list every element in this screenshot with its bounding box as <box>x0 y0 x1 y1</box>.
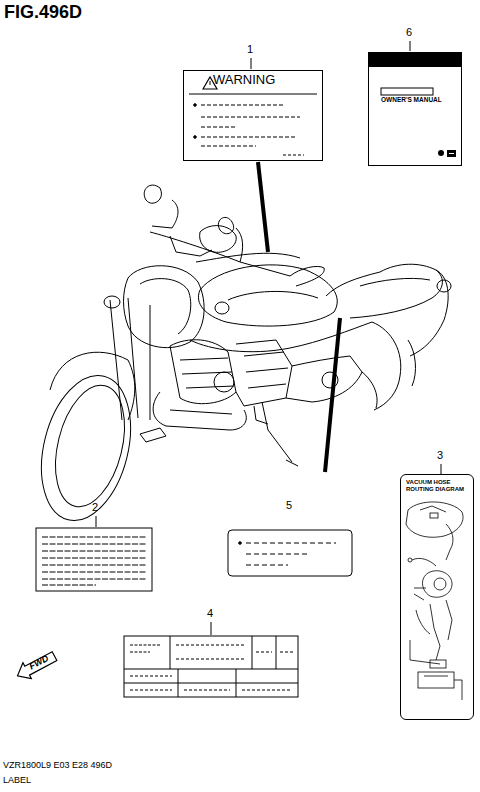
callout-number: 1 <box>247 43 253 55</box>
leader-line <box>251 58 252 69</box>
vacuum-hose-label: VACUUM HOSE ROUTING DIAGRAM <box>400 474 474 720</box>
figure-caption: LABEL <box>3 775 31 785</box>
leader-line <box>258 162 268 252</box>
leader-line <box>410 41 411 51</box>
warning-label-art <box>189 77 317 155</box>
leader-line <box>96 516 97 527</box>
label-text: VACUUM HOSE ROUTING DIAGRAM <box>406 479 470 493</box>
leader-line <box>441 464 442 474</box>
label-4-art <box>124 636 298 697</box>
label-text: OWNER'S MANUAL <box>381 96 457 103</box>
label-5-art <box>228 530 352 576</box>
callout-number: 5 <box>286 499 292 511</box>
fwd-arrow: FWD <box>12 647 60 685</box>
label-text: WARNING <box>213 73 318 88</box>
callout-number: 6 <box>406 26 412 38</box>
callout-number: 4 <box>207 607 213 619</box>
warning-label: WARNING <box>183 70 323 161</box>
vacuum-hose-art <box>406 502 463 700</box>
owners-manual: OWNER'S MANUAL <box>368 52 462 166</box>
motorcycle <box>27 185 451 530</box>
arrow-shape <box>13 648 59 684</box>
callout-number: 3 <box>437 449 443 461</box>
label-2-art <box>36 528 152 591</box>
figure-title: FIG.496D <box>4 2 82 23</box>
drawing-code: VZR1800L9 E03 E28 496D <box>3 760 112 770</box>
manual-art <box>369 53 461 157</box>
leader-line <box>211 622 212 635</box>
callout-number: 2 <box>92 501 98 513</box>
